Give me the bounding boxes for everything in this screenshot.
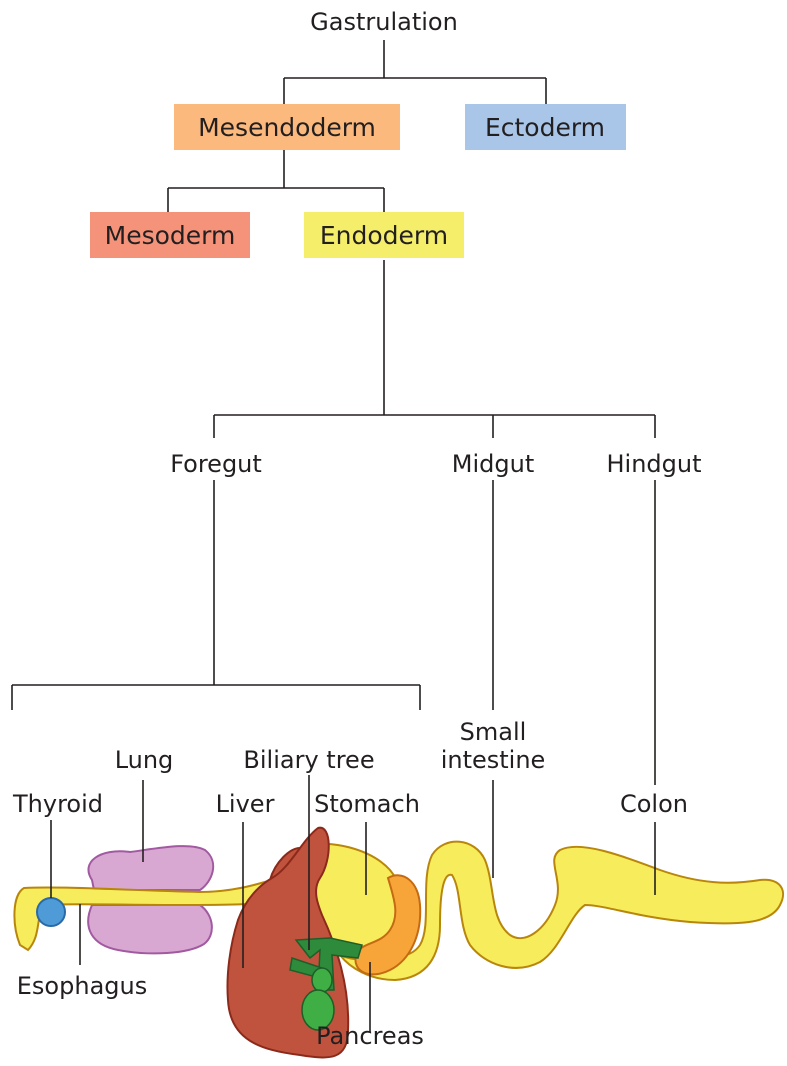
mesoderm-label: Mesoderm [105,221,236,250]
mesendoderm-label: Mesendoderm [198,113,376,142]
mesoderm-box: Mesoderm [90,212,250,258]
hindgut-label: Hindgut [606,450,701,478]
endoderm-label: Endoderm [320,221,448,250]
ectoderm-label: Ectoderm [485,113,605,142]
tree-connectors [12,40,655,785]
liver-label: Liver [216,790,275,818]
foregut-label: Foregut [170,450,262,478]
midgut-label: Midgut [452,450,534,478]
pancreas-label: Pancreas [316,1022,424,1050]
colon-label: Colon [620,790,688,818]
gastrulation-label: Gastrulation [310,8,458,36]
thyroid-shape [37,898,65,926]
ectoderm-box: Ectoderm [465,104,626,150]
lung-label: Lung [115,746,174,774]
small-intestine-label-line2: intestine [441,746,546,774]
mesendoderm-box: Mesendoderm [174,104,400,150]
endoderm-box: Endoderm [304,212,464,258]
esophagus-label: Esophagus [17,972,147,1000]
stomach-label: Stomach [314,790,420,818]
thyroid-label: Thyroid [12,790,103,818]
biliary-tree-label: Biliary tree [243,746,374,774]
small-intestine-label-line1: Small [460,718,527,746]
